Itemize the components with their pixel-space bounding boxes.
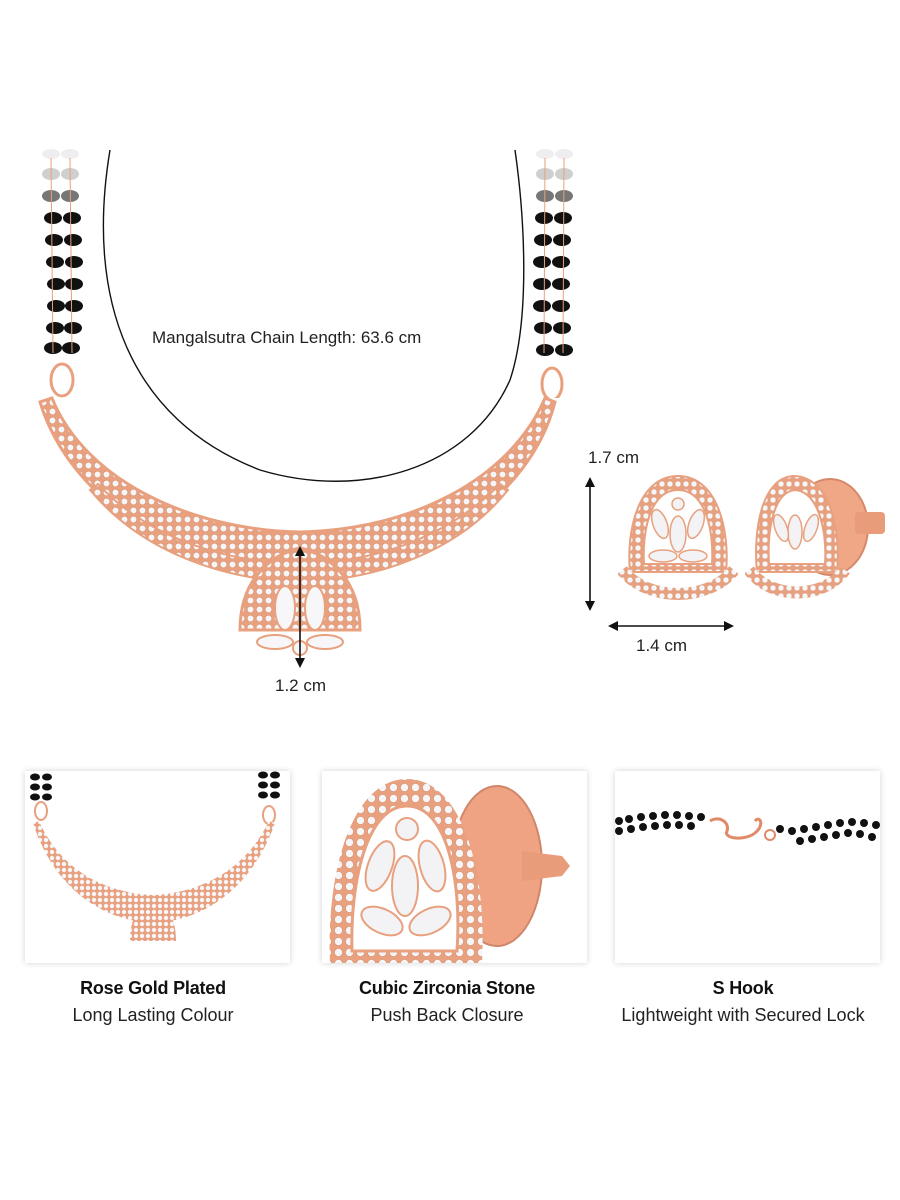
- left-bead-strand-icon: [42, 149, 83, 398]
- chain-length-guide-curve: [102, 149, 525, 482]
- earring-height-label: 1.7 cm: [588, 448, 640, 467]
- right-bead-strand-icon: [533, 149, 573, 398]
- earring-section: 1.7 cm: [580, 440, 900, 670]
- pendant-closeup-image: [30, 771, 280, 941]
- earring-width-arrow-icon: [608, 621, 734, 631]
- earring-height-arrow-icon: [585, 477, 595, 611]
- chain-length-label: Mangalsutra Chain Length: 63.6 cm: [152, 328, 422, 347]
- earring-front-image: [618, 474, 738, 600]
- feature-subtitle: Lightweight with Secured Lock: [621, 1005, 865, 1025]
- feature-panel-s-hook: [615, 771, 880, 963]
- pendant-height-label: 1.2 cm: [275, 676, 327, 695]
- s-hook-closeup-image: [615, 811, 880, 845]
- earring-side-image: [745, 474, 885, 599]
- feature-title: Rose Gold Plated: [80, 978, 226, 998]
- feature-caption-cubic-zirconia: Cubic Zirconia Stone Push Back Closure: [297, 978, 597, 1026]
- feature-caption-s-hook: S Hook Lightweight with Secured Lock: [593, 978, 893, 1026]
- feature-caption-rose-gold: Rose Gold Plated Long Lasting Colour: [3, 978, 303, 1026]
- mangalsutra-pendant-image: [38, 396, 557, 668]
- earring-closeup-image: [329, 779, 570, 963]
- feature-title: S Hook: [712, 978, 774, 998]
- feature-subtitle: Push Back Closure: [370, 1005, 524, 1025]
- earring-width-label: 1.4 cm: [636, 636, 688, 655]
- feature-panel-cubic-zirconia: [322, 771, 587, 963]
- feature-panel-rose-gold: [25, 771, 290, 963]
- hero-section: Mangalsutra Chain Length: 63.6 cm 1.2 cm: [38, 149, 573, 695]
- feature-subtitle: Long Lasting Colour: [72, 1005, 234, 1025]
- feature-title: Cubic Zirconia Stone: [358, 978, 536, 998]
